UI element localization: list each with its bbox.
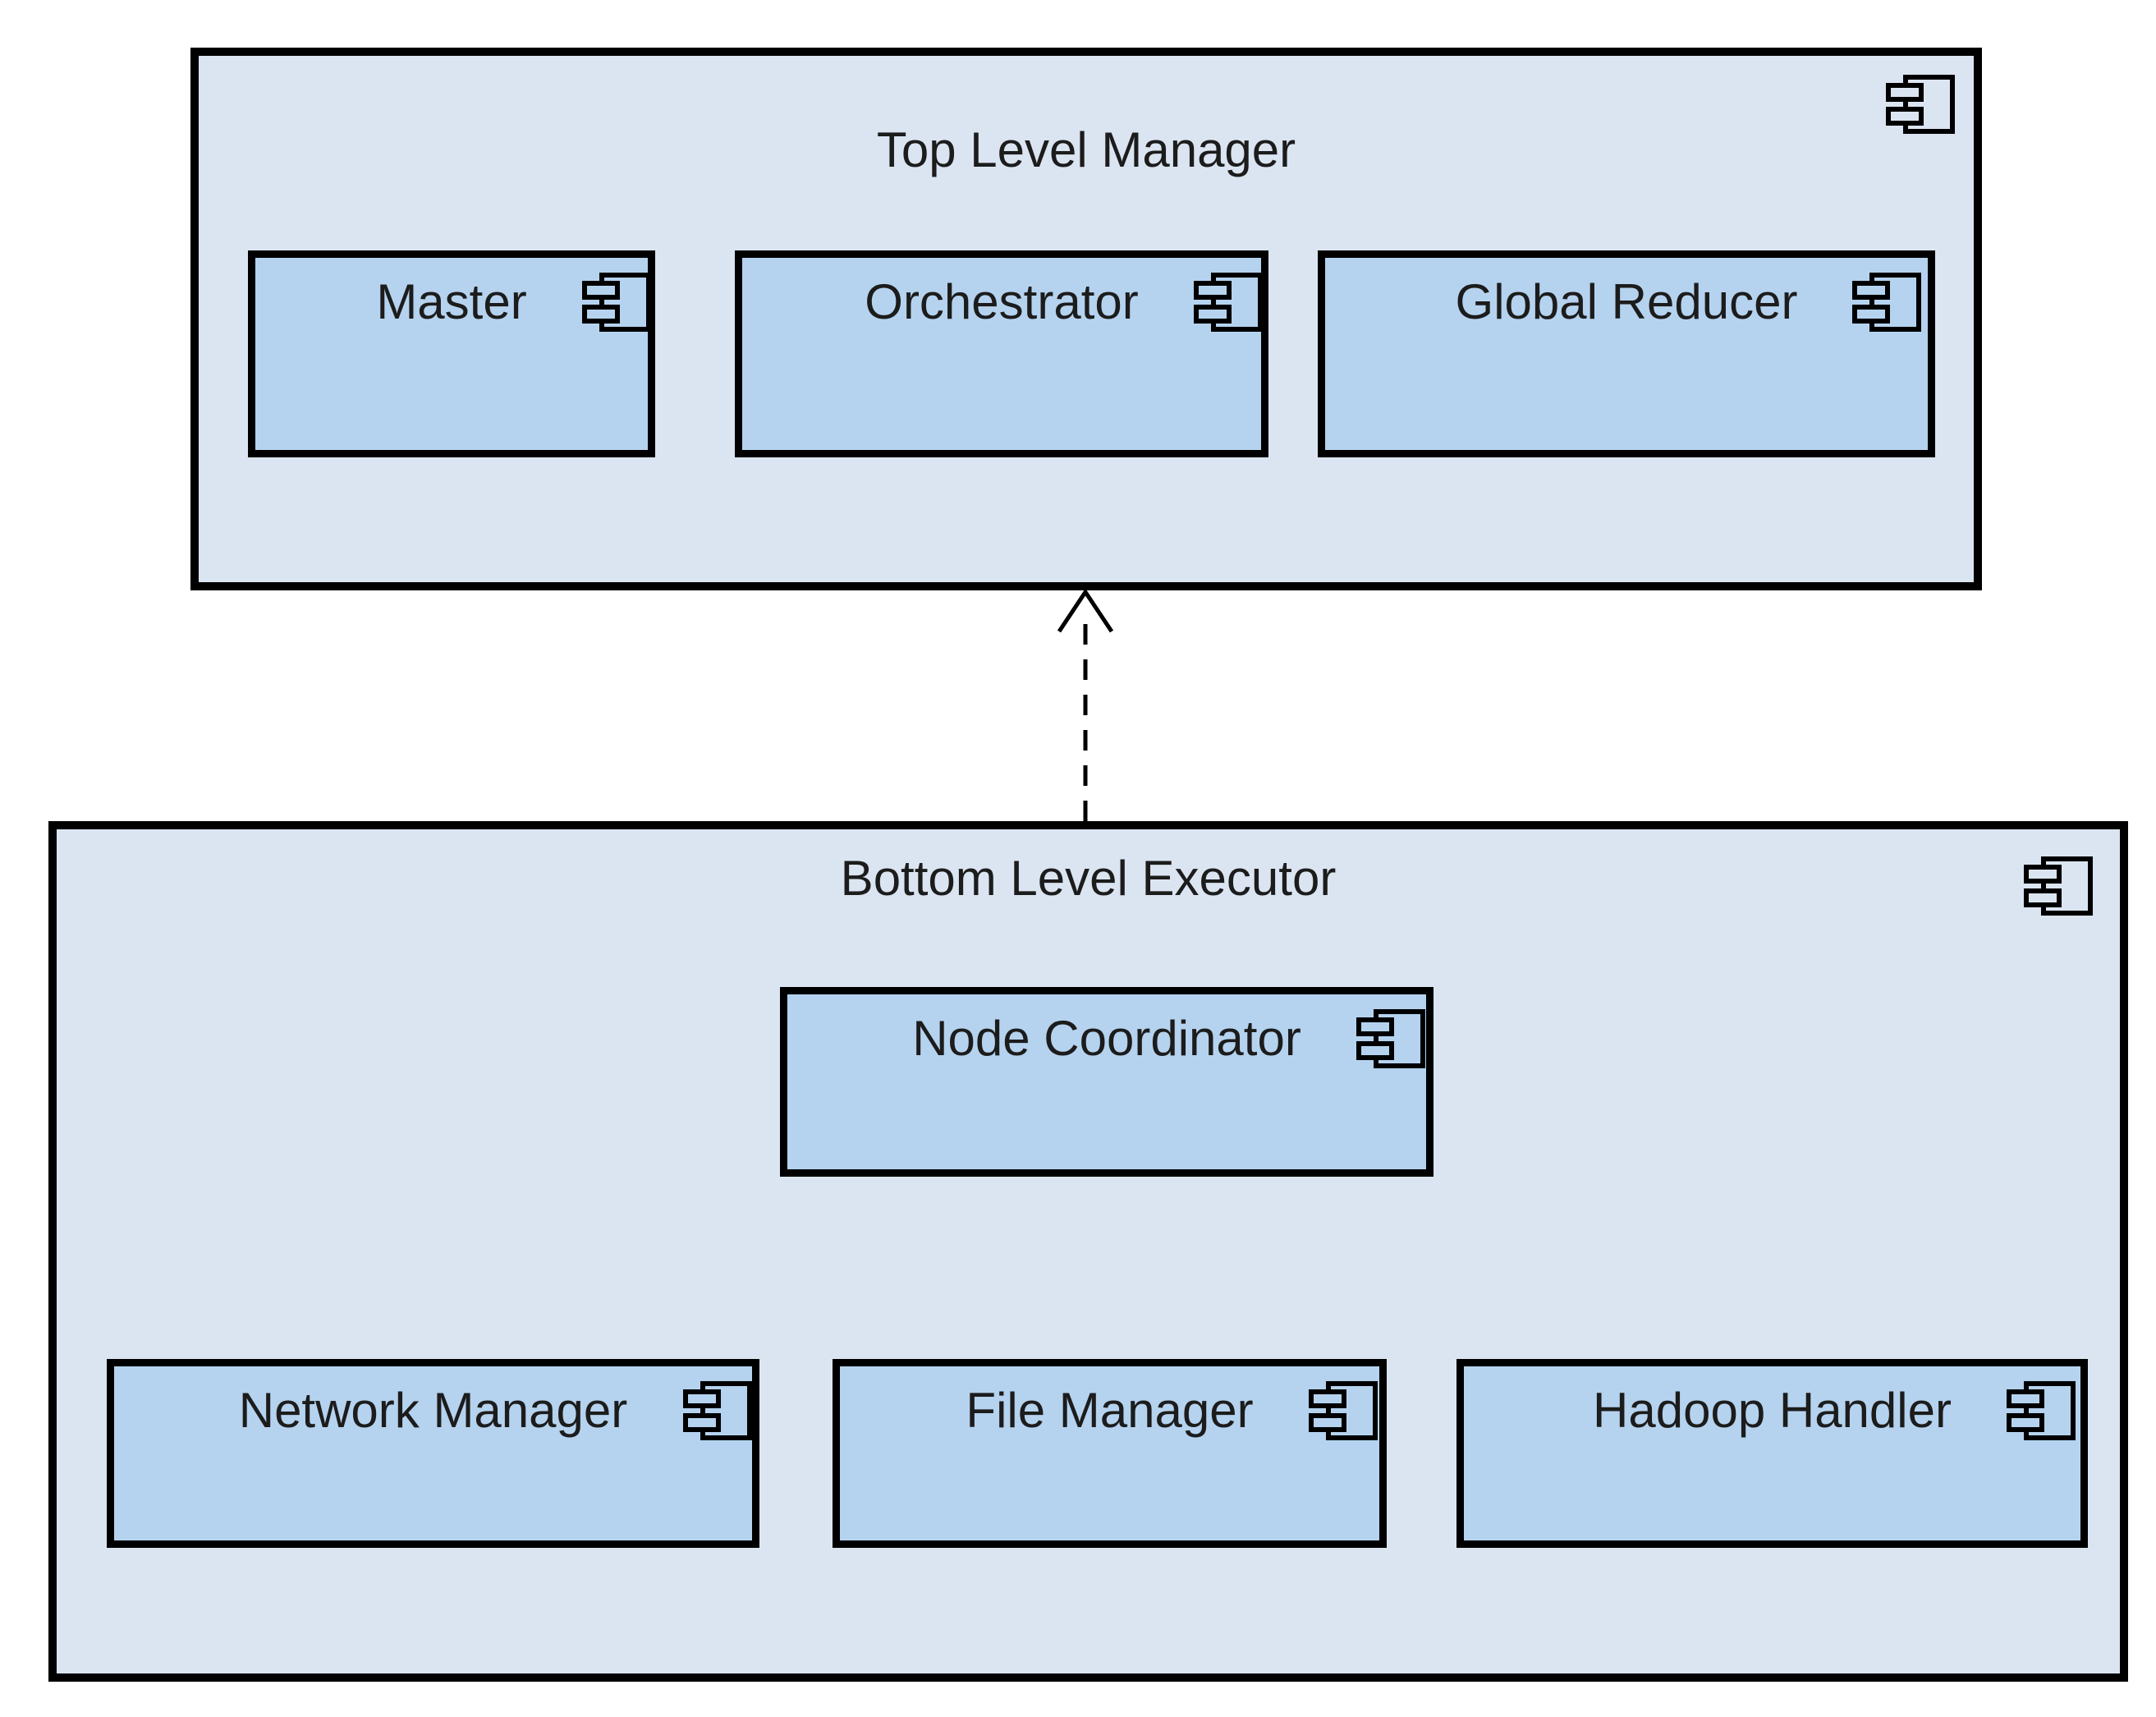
container-title: Bottom Level Executor bbox=[840, 851, 1337, 906]
component-global-reducer[interactable]: Global Reducer bbox=[1318, 250, 1935, 457]
label-row: Hadoop Handler bbox=[1464, 1381, 2080, 1440]
container-bottom-level-executor[interactable]: Bottom Level Executor bbox=[48, 821, 2128, 1682]
uml-component-icon bbox=[2024, 856, 2093, 916]
component-label: Hadoop Handler bbox=[1593, 1383, 1952, 1438]
uml-component-icon bbox=[682, 1381, 752, 1440]
component-label: Global Reducer bbox=[1455, 274, 1798, 329]
uml-component-icon bbox=[1886, 75, 1955, 134]
label-row: Node Coordinator bbox=[787, 1009, 1426, 1068]
edge-executor-to-manager bbox=[1057, 588, 1114, 821]
component-label: Network Manager bbox=[238, 1383, 628, 1438]
uml-component-icon bbox=[1356, 1009, 1425, 1068]
component-master[interactable]: Master bbox=[248, 250, 655, 457]
component-orchestrator[interactable]: Orchestrator bbox=[735, 250, 1268, 457]
container-title: Top Level Manager bbox=[876, 122, 1296, 177]
component-label: Node Coordinator bbox=[912, 1011, 1301, 1066]
uml-component-icon bbox=[1194, 273, 1263, 332]
label-row: Orchestrator bbox=[742, 273, 1263, 332]
component-label: File Manager bbox=[966, 1383, 1254, 1438]
uml-component-icon bbox=[2006, 1381, 2076, 1440]
component-node-coordinator[interactable]: Node Coordinator bbox=[780, 987, 1434, 1177]
label-row: Master bbox=[255, 273, 651, 332]
uml-component-icon bbox=[1308, 1381, 1378, 1440]
component-network-manager[interactable]: Network Manager bbox=[107, 1359, 759, 1548]
label-row: Network Manager bbox=[114, 1381, 752, 1440]
uml-component-icon bbox=[582, 273, 651, 332]
component-file-manager[interactable]: File Manager bbox=[833, 1359, 1387, 1548]
component-label: Master bbox=[376, 274, 527, 329]
uml-component-icon bbox=[1852, 273, 1921, 332]
component-label: Orchestrator bbox=[865, 274, 1139, 329]
label-row: File Manager bbox=[840, 1381, 1379, 1440]
component-hadoop-handler[interactable]: Hadoop Handler bbox=[1456, 1359, 2088, 1548]
label-row: Global Reducer bbox=[1325, 273, 1928, 332]
